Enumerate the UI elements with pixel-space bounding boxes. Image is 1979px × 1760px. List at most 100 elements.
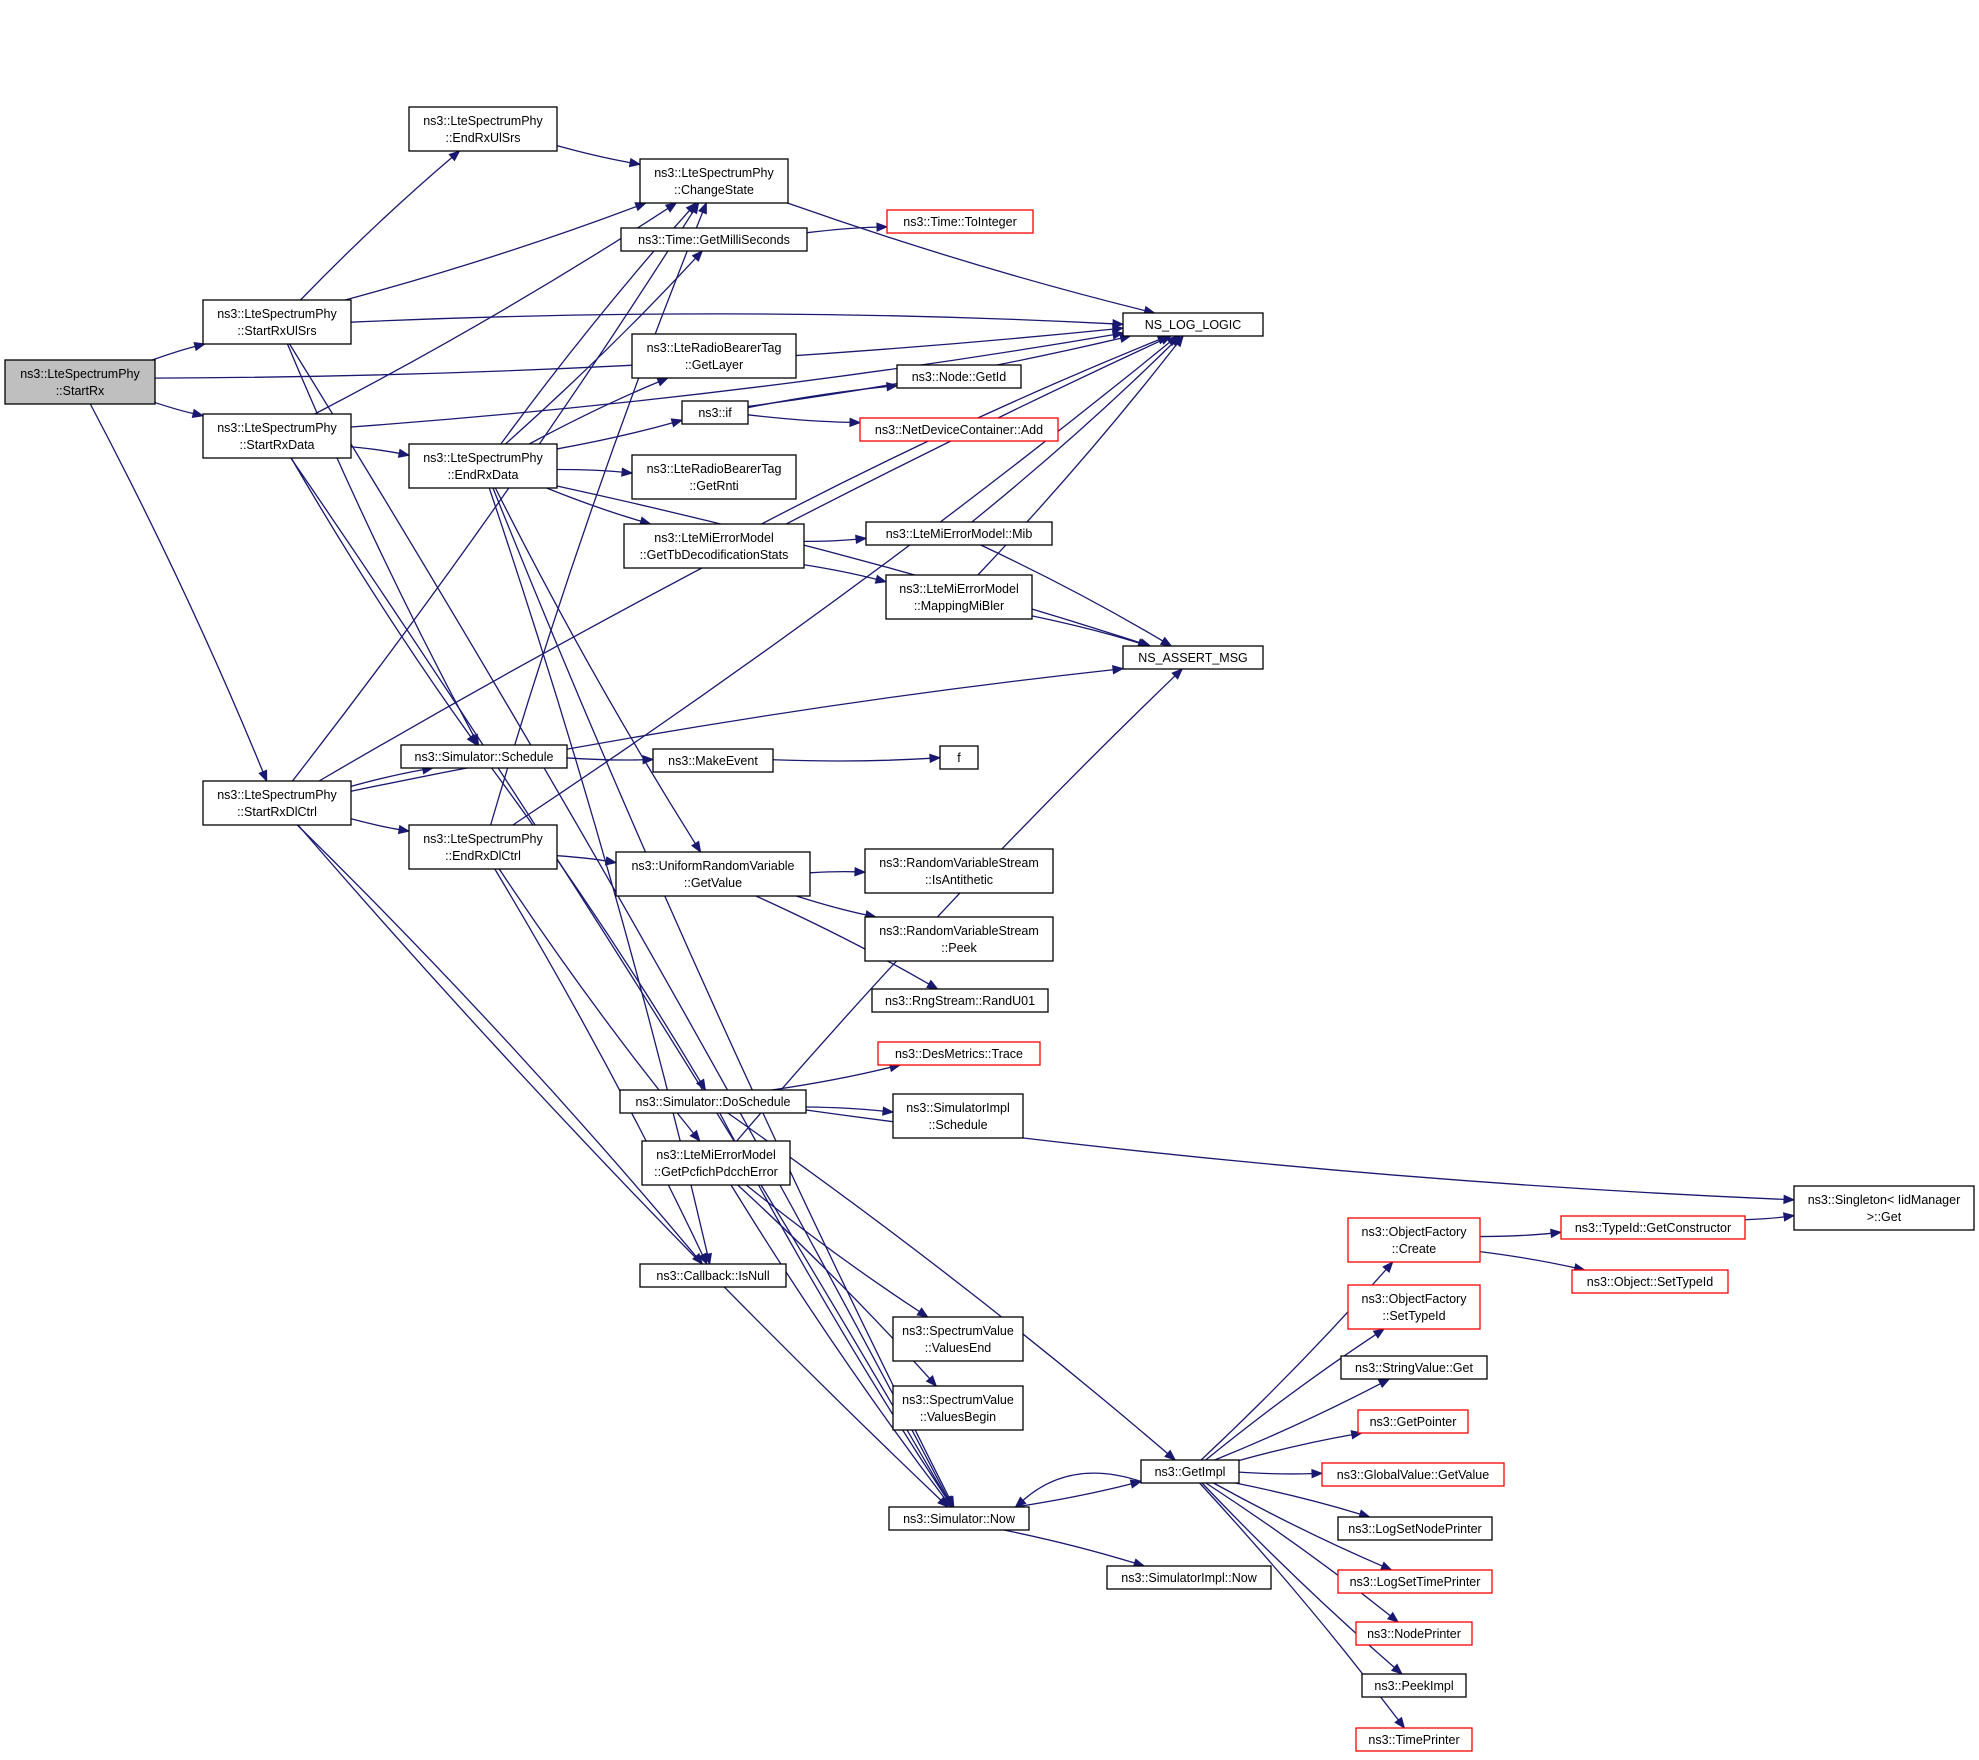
node-box[interactable] xyxy=(620,227,808,252)
node-box[interactable] xyxy=(1122,645,1264,670)
node-box[interactable] xyxy=(1337,1569,1493,1594)
node-box[interactable] xyxy=(639,158,789,204)
node-getpointer[interactable]: ns3::GetPointer xyxy=(1357,1409,1469,1434)
node-box[interactable] xyxy=(1571,1269,1729,1294)
node-isantithetic[interactable]: ns3::RandomVariableStream::IsAntithetic xyxy=(864,848,1054,894)
node-box[interactable] xyxy=(865,521,1053,546)
node-box[interactable] xyxy=(892,1385,1024,1431)
node-desmetricstrace[interactable]: ns3::DesMetrics::Trace xyxy=(877,1041,1041,1066)
node-singletonget[interactable]: ns3::Singleton< IidManager >::Get xyxy=(1793,1185,1975,1231)
node-startrxdlctrl[interactable]: ns3::LteSpectrumPhy::StartRxDlCtrl xyxy=(202,780,352,826)
node-nodegetid[interactable]: ns3::Node::GetId xyxy=(896,364,1022,389)
node-valuesbegin[interactable]: ns3::SpectrumValue::ValuesBegin xyxy=(892,1385,1024,1431)
node-box[interactable] xyxy=(1357,1409,1469,1434)
node-box[interactable] xyxy=(1355,1621,1473,1646)
node-getpcfichpdccherror[interactable]: ns3::LteMiErrorModel::GetPcfichPdcchErro… xyxy=(641,1140,791,1186)
node-schedule[interactable]: ns3::Simulator::Schedule xyxy=(400,744,568,769)
node-timeprinter[interactable]: ns3::TimePrinter xyxy=(1355,1727,1473,1752)
node-box[interactable] xyxy=(681,400,749,425)
node-logsettimeprinter[interactable]: ns3::LogSetTimePrinter xyxy=(1337,1569,1493,1594)
node-box[interactable] xyxy=(1106,1565,1272,1590)
node-getimpl[interactable]: ns3::GetImpl xyxy=(1140,1459,1240,1484)
node-endrxulsrs[interactable]: ns3::LteSpectrumPhy::EndRxUlSrs xyxy=(408,106,558,152)
node-mappingmibler[interactable]: ns3::LteMiErrorModel::MappingMiBler xyxy=(885,574,1033,620)
node-typeidgetconstructor[interactable]: ns3::TypeId::GetConstructor xyxy=(1560,1215,1746,1240)
node-netdeviceadd[interactable]: ns3::NetDeviceContainer::Add xyxy=(859,417,1059,442)
node-box[interactable] xyxy=(1361,1673,1467,1698)
node-box[interactable] xyxy=(896,364,1022,389)
node-randu01[interactable]: ns3::RngStream::RandU01 xyxy=(871,988,1049,1013)
node-box[interactable] xyxy=(408,443,558,489)
node-box[interactable] xyxy=(1793,1185,1975,1231)
node-simnow[interactable]: ns3::Simulator::Now xyxy=(888,1506,1030,1531)
node-box[interactable] xyxy=(652,748,774,773)
node-box[interactable] xyxy=(1560,1215,1746,1240)
node-box[interactable] xyxy=(939,745,979,770)
node-box[interactable] xyxy=(631,454,797,500)
node-ns-assert-msg[interactable]: NS_ASSERT_MSG xyxy=(1122,645,1264,670)
node-endrxdata[interactable]: ns3::LteSpectrumPhy::EndRxData xyxy=(408,443,558,489)
node-simimplnow[interactable]: ns3::SimulatorImpl::Now xyxy=(1106,1565,1272,1590)
node-getrnti[interactable]: ns3::LteRadioBearerTag::GetRnti xyxy=(631,454,797,500)
node-box[interactable] xyxy=(641,1140,791,1186)
node-gettbdecodificationstats[interactable]: ns3::LteMiErrorModel::GetTbDecodificatio… xyxy=(623,523,805,569)
node-box[interactable] xyxy=(886,209,1034,234)
node-box[interactable] xyxy=(892,1093,1024,1139)
node-box[interactable] xyxy=(859,417,1059,442)
node-uniformgetvalue[interactable]: ns3::UniformRandomVariable::GetValue xyxy=(615,851,811,897)
node-getlayer[interactable]: ns3::LteRadioBearerTag::GetLayer xyxy=(631,333,797,379)
node-box[interactable] xyxy=(864,848,1054,894)
node-box[interactable] xyxy=(1140,1459,1240,1484)
node-globalvaluegetvalue[interactable]: ns3::GlobalValue::GetValue xyxy=(1321,1462,1505,1487)
node-box[interactable] xyxy=(202,780,352,826)
node-box[interactable] xyxy=(4,359,156,405)
node-ns-log-logic[interactable]: NS_LOG_LOGIC xyxy=(1122,312,1264,337)
node-doschedule[interactable]: ns3::Simulator::DoSchedule xyxy=(619,1089,807,1114)
node-valuesend[interactable]: ns3::SpectrumValue::ValuesEnd xyxy=(892,1316,1024,1362)
node-box[interactable] xyxy=(202,299,352,345)
node-startrx[interactable]: ns3::LteSpectrumPhy::StartRx xyxy=(4,359,156,405)
node-objfactorysettypeid[interactable]: ns3::ObjectFactory::SetTypeId xyxy=(1347,1284,1481,1330)
node-box[interactable] xyxy=(1122,312,1264,337)
node-changestate[interactable]: ns3::LteSpectrumPhy::ChangeState xyxy=(639,158,789,204)
node-nodeprinter[interactable]: ns3::NodePrinter xyxy=(1355,1621,1473,1646)
node-startrxulsrs[interactable]: ns3::LteSpectrumPhy::StartRxUlSrs xyxy=(202,299,352,345)
node-box[interactable] xyxy=(639,1263,787,1288)
node-box[interactable] xyxy=(1321,1462,1505,1487)
node-objfactorycreate[interactable]: ns3::ObjectFactory::Create xyxy=(1347,1217,1481,1263)
node-box[interactable] xyxy=(888,1506,1030,1531)
node-peekimpl[interactable]: ns3::PeekImpl xyxy=(1361,1673,1467,1698)
node-box[interactable] xyxy=(1347,1217,1481,1263)
node-objectsettypeid[interactable]: ns3::Object::SetTypeId xyxy=(1571,1269,1729,1294)
node-logsetnodeprinter[interactable]: ns3::LogSetNodePrinter xyxy=(1337,1516,1493,1541)
node-box[interactable] xyxy=(1347,1284,1481,1330)
node-box[interactable] xyxy=(892,1316,1024,1362)
node-startrxdata[interactable]: ns3::LteSpectrumPhy::StartRxData xyxy=(202,413,352,459)
node-box[interactable] xyxy=(871,988,1049,1013)
node-box[interactable] xyxy=(202,413,352,459)
node-box[interactable] xyxy=(1355,1727,1473,1752)
node-box[interactable] xyxy=(623,523,805,569)
node-stringvalueget[interactable]: ns3::StringValue::Get xyxy=(1340,1355,1488,1380)
node-box[interactable] xyxy=(864,916,1054,962)
node-box[interactable] xyxy=(631,333,797,379)
node-box[interactable] xyxy=(619,1089,807,1114)
node-mib[interactable]: ns3::LteMiErrorModel::Mib xyxy=(865,521,1053,546)
node-box[interactable] xyxy=(1337,1516,1493,1541)
node-makeevent[interactable]: ns3::MakeEvent xyxy=(652,748,774,773)
node-endrxdlctrl[interactable]: ns3::LteSpectrumPhy::EndRxDlCtrl xyxy=(408,824,558,870)
node-box[interactable] xyxy=(400,744,568,769)
node-box[interactable] xyxy=(408,824,558,870)
node-if[interactable]: ns3::if xyxy=(681,400,749,425)
node-f[interactable]: f xyxy=(939,745,979,770)
node-peek[interactable]: ns3::RandomVariableStream::Peek xyxy=(864,916,1054,962)
node-box[interactable] xyxy=(1340,1355,1488,1380)
node-tointeger[interactable]: ns3::Time::ToInteger xyxy=(886,209,1034,234)
node-getmilliseconds[interactable]: ns3::Time::GetMilliSeconds xyxy=(620,227,808,252)
node-box[interactable] xyxy=(877,1041,1041,1066)
node-box[interactable] xyxy=(615,851,811,897)
node-isnull[interactable]: ns3::Callback::IsNull xyxy=(639,1263,787,1288)
node-box[interactable] xyxy=(885,574,1033,620)
node-box[interactable] xyxy=(408,106,558,152)
node-simimplschedule[interactable]: ns3::SimulatorImpl::Schedule xyxy=(892,1093,1024,1139)
